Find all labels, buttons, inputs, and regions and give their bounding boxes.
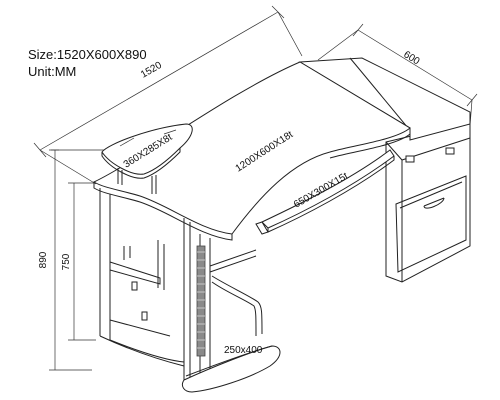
left-support-frame bbox=[99, 188, 211, 388]
base-plate bbox=[181, 345, 281, 393]
base-label: 250x400 bbox=[224, 345, 263, 356]
total-height-dimension-line bbox=[49, 149, 112, 371]
frame-height-label: 750 bbox=[61, 253, 72, 270]
drawer-cabinet bbox=[385, 121, 471, 283]
keyboard-tray bbox=[255, 149, 395, 235]
shelf-posts bbox=[117, 168, 157, 194]
size-spec: Size:1520X600X890 bbox=[28, 47, 147, 62]
curved-support-bar bbox=[209, 249, 263, 337]
total-height-label: 890 bbox=[38, 251, 49, 268]
length-label: 1520 bbox=[139, 60, 164, 81]
unit-spec: Unit:MM bbox=[28, 64, 77, 79]
side-shelf bbox=[101, 123, 193, 194]
depth-label: 600 bbox=[401, 49, 421, 67]
frame-height-dimension-line bbox=[68, 182, 96, 341]
cable-mesh-column bbox=[196, 245, 206, 357]
drawer-handle bbox=[423, 197, 445, 209]
depth-dimension-line bbox=[317, 23, 478, 127]
length-dimension-line bbox=[33, 5, 303, 185]
desktop-top bbox=[92, 61, 411, 241]
